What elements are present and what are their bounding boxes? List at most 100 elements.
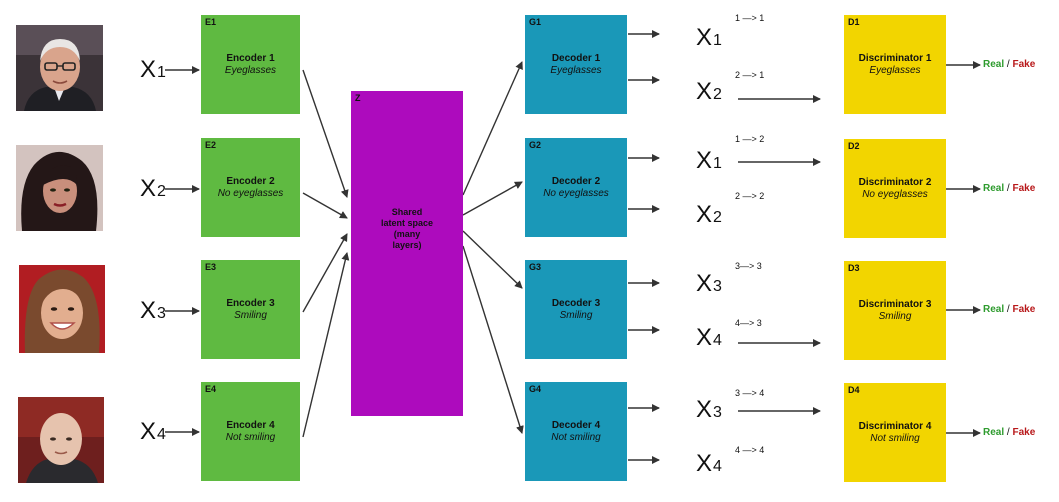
output-fake: Fake [1012, 59, 1036, 70]
encoder-e1: E1 Encoder 1 Eyeglasses [201, 15, 300, 114]
decoder-name: Decoder 2 [551, 175, 601, 187]
latent-label-line3: (many [393, 228, 421, 239]
generated-label: X2 [696, 201, 722, 228]
discriminator-attribute: Not smiling [870, 432, 920, 444]
arrow-e3-to-z [302, 233, 348, 313]
decoder-id: G2 [529, 140, 542, 150]
mapping-label: 3 —> 4 [735, 388, 765, 398]
decoder-id: G3 [529, 262, 542, 272]
discriminator-attribute: Smiling [878, 310, 912, 322]
decoder-g3: G3 Decoder 3 Smiling [525, 260, 627, 359]
input-label-x4: X4 [140, 418, 166, 445]
arrow-z-to-g4 [462, 245, 524, 434]
mapping-label: 4—> 3 [735, 318, 762, 328]
decoder-name: Decoder 3 [551, 297, 601, 309]
encoder-id: E4 [205, 384, 217, 394]
encoder-name: Encoder 2 [226, 175, 275, 187]
face-photo-woman-smiling-icon [19, 265, 105, 353]
output-real: Real [983, 427, 1005, 438]
input-label-x2: X2 [140, 175, 166, 202]
discriminator-id: D4 [848, 385, 860, 395]
encoder-attribute: No eyeglasses [217, 187, 284, 199]
decoder-g1: G1 Decoder 1 Eyeglasses [525, 15, 627, 114]
output-fake: Fake [1012, 427, 1036, 438]
arrow-e1-to-z [302, 69, 349, 198]
mapping-label: 2 —> 2 [735, 191, 765, 201]
decoder-name: Decoder 4 [551, 419, 601, 431]
encoder-id: E1 [205, 17, 217, 27]
face-photo-woman-dark-hair-icon [16, 145, 103, 231]
arrow-z-to-g1 [462, 61, 523, 196]
discriminator-id: D2 [848, 141, 860, 151]
encoder-id: E2 [205, 140, 217, 150]
output-real: Real [983, 59, 1005, 70]
latent-label-line2: latent space [380, 217, 434, 228]
arrow-z-to-g3 [462, 230, 523, 289]
face-photo-man-bald-icon [18, 397, 104, 483]
generated-label: X2 [696, 78, 722, 105]
mapping-label: 1 —> 1 [735, 13, 765, 23]
generated-label: X1 [696, 24, 722, 51]
decoder-g2: G2 Decoder 2 No eyeglasses [525, 138, 627, 237]
mapping-label: 4 —> 4 [735, 445, 765, 455]
output-real-fake: Real / Fake [983, 427, 1035, 438]
discriminator-id: D1 [848, 17, 860, 27]
discriminator-attribute: No eyeglasses [862, 188, 928, 200]
output-real-fake: Real / Fake [983, 59, 1035, 70]
generated-label: X3 [696, 396, 722, 423]
discriminator-d2: D2 Discriminator 2 No eyeglasses [844, 139, 946, 238]
decoder-id: G1 [529, 17, 542, 27]
mapping-label: 1 —> 2 [735, 134, 765, 144]
generated-label: X4 [696, 450, 722, 477]
generated-label: X4 [696, 324, 722, 351]
output-real: Real [983, 183, 1005, 194]
discriminator-name: Discriminator 1 [858, 52, 932, 64]
encoder-name: Encoder 3 [226, 297, 275, 309]
discriminator-name: Discriminator 4 [858, 420, 932, 432]
encoder-attribute: Eyeglasses [224, 64, 277, 76]
generated-label: X3 [696, 270, 722, 297]
discriminator-attribute: Eyeglasses [869, 64, 921, 76]
output-separator: / [1006, 183, 1010, 194]
discriminator-name: Discriminator 2 [858, 176, 932, 188]
output-real-fake: Real / Fake [983, 304, 1035, 315]
encoder-e4: E4 Encoder 4 Not smiling [201, 382, 300, 481]
latent-label-line4: layers) [392, 239, 422, 250]
face-photo-man-eyeglasses-icon [16, 25, 103, 111]
mapping-label: 3—> 3 [735, 261, 762, 271]
discriminator-d1: D1 Discriminator 1 Eyeglasses [844, 15, 946, 114]
decoder-attribute: Eyeglasses [550, 64, 602, 76]
decoder-attribute: No eyeglasses [543, 187, 609, 199]
arrow-e4-to-z [302, 252, 350, 438]
encoder-name: Encoder 4 [226, 419, 275, 431]
arrow-e2-to-z [302, 192, 348, 219]
encoder-e3: E3 Encoder 3 Smiling [201, 260, 300, 359]
encoder-attribute: Not smiling [225, 431, 276, 443]
latent-space-z: Z Shared latent space (many layers) [351, 91, 463, 416]
output-separator: / [1006, 304, 1010, 315]
discriminator-name: Discriminator 3 [858, 298, 932, 310]
decoder-g4: G4 Decoder 4 Not smiling [525, 382, 627, 481]
output-real: Real [983, 304, 1005, 315]
decoder-attribute: Smiling [559, 309, 593, 321]
discriminator-d4: D4 Discriminator 4 Not smiling [844, 383, 946, 482]
input-label-x3: X3 [140, 297, 166, 324]
input-label-x1: X1 [140, 56, 166, 83]
arrow-z-to-g2 [462, 181, 523, 216]
encoder-name: Encoder 1 [226, 52, 275, 64]
output-real-fake: Real / Fake [983, 183, 1035, 194]
output-fake: Fake [1012, 304, 1036, 315]
output-fake: Fake [1012, 183, 1036, 194]
discriminator-id: D3 [848, 263, 860, 273]
latent-label-line1: Shared [391, 206, 423, 217]
latent-id: Z [355, 93, 361, 103]
decoder-attribute: Not smiling [551, 431, 601, 443]
encoder-attribute: Smiling [234, 309, 267, 321]
output-separator: / [1006, 427, 1010, 438]
mapping-label: 2 —> 1 [735, 70, 765, 80]
decoder-id: G4 [529, 384, 542, 394]
generated-label: X1 [696, 147, 722, 174]
decoder-name: Decoder 1 [551, 52, 601, 64]
encoder-e2: E2 Encoder 2 No eyeglasses [201, 138, 300, 237]
discriminator-d3: D3 Discriminator 3 Smiling [844, 261, 946, 360]
